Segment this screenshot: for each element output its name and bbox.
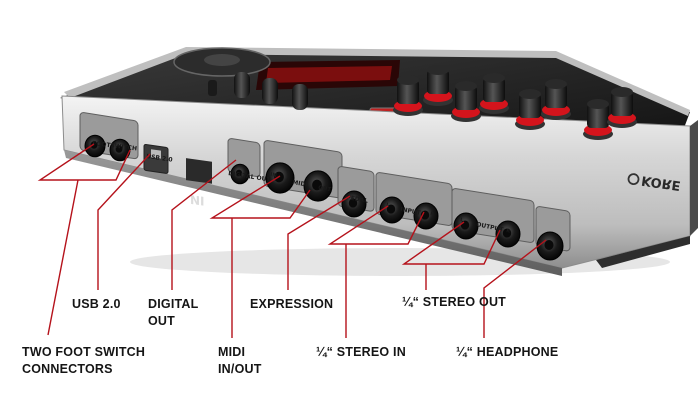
callout-line-usb: [97, 153, 151, 290]
device-base: [64, 150, 562, 276]
jack-output-right: [495, 220, 521, 248]
jack-input-left: [379, 196, 405, 224]
callout-stereo-out: ¼“ STEREO OUT: [402, 294, 506, 311]
panel-label-usb: USB 2.0: [146, 153, 173, 164]
red-ring-knobs: [393, 65, 637, 140]
kore-brand: KORE: [627, 172, 682, 193]
callout-line-stereo-out: [401, 221, 501, 290]
callout-foot-switch-line2: CONNECTORS: [22, 362, 113, 376]
callout-line-foot-switch: [37, 143, 131, 336]
callout-midi-line2: IN/OUT: [218, 362, 262, 376]
panel-label-input-left: L: [386, 202, 391, 209]
knob-5: [515, 89, 545, 130]
panel-label-input: INPUT: [400, 206, 422, 217]
callout-stereo-in: ¼“ STEREO IN: [316, 344, 406, 361]
callout-line-stereo-in: [327, 205, 425, 338]
knob-2: [423, 65, 453, 106]
device-right-foot: [596, 236, 690, 268]
callout-line-headphone: [483, 239, 547, 338]
callout-line-expression: [287, 195, 351, 290]
knob-8: [607, 87, 637, 128]
knob-7: [583, 99, 613, 140]
usb-port: [143, 143, 169, 174]
knob-4: [479, 73, 509, 114]
jog-wheel-center: [204, 54, 240, 66]
callout-stereo-in-text: ¼“ STEREO IN: [316, 345, 406, 359]
display-glow: [266, 66, 392, 83]
knob-6: [541, 79, 571, 120]
callout-midi: MIDI IN/OUT: [218, 344, 262, 378]
callout-headphone: ¼“ HEADPHONE: [456, 344, 558, 361]
panel-label-input-right: R: [430, 211, 435, 218]
callout-usb-text: USB 2.0: [72, 297, 121, 311]
knob-3: [451, 81, 481, 122]
panel-label-pedal: PEDAL: [346, 194, 369, 205]
callout-digital-out-line2: OUT: [148, 314, 175, 328]
callout-stereo-out-text: ¼“ STEREO OUT: [402, 295, 507, 309]
jack-headphone: [536, 231, 564, 261]
callout-usb: USB 2.0: [72, 296, 121, 313]
panel-label-midi-out: OUT: [318, 185, 332, 193]
callout-lines: [37, 143, 547, 338]
callout-line-digital-out: [171, 159, 237, 290]
knob-1: [393, 75, 423, 116]
callout-digital-out-line1: DIGITAL: [148, 297, 199, 311]
callout-line-midi: [209, 175, 311, 338]
callout-headphone-text: ¼“ HEADPHONE: [456, 345, 559, 359]
device-right-side: [690, 120, 698, 236]
panel-label-output-right: R: [506, 228, 511, 235]
panel-label-output-left: L: [460, 217, 465, 224]
callout-expression-text: EXPRESSION: [250, 297, 334, 311]
callout-expression: EXPRESSION: [250, 296, 333, 313]
callout-foot-switch: TWO FOOT SWITCH CONNECTORS: [22, 344, 145, 378]
jack-midi-in: [265, 162, 295, 194]
jacks: [79, 112, 571, 261]
ni-logo: [186, 158, 212, 184]
panel-label-midi: MIDI: [292, 179, 308, 189]
jack-midi-out: [303, 170, 333, 202]
small-knobs: [208, 72, 308, 110]
jack-digital-out: [230, 163, 250, 185]
panel-label-midi-in: IN: [270, 172, 278, 179]
callout-foot-switch-line1: TWO FOOT SWITCH: [22, 345, 146, 359]
callout-midi-line1: MIDI: [218, 345, 246, 359]
kore-brand-text: KORE: [640, 172, 681, 192]
ni-logo-mark: NI: [190, 193, 205, 209]
callout-digital-out: DIGITAL OUT: [148, 296, 198, 330]
jack-foot-switch-1: [84, 134, 106, 158]
